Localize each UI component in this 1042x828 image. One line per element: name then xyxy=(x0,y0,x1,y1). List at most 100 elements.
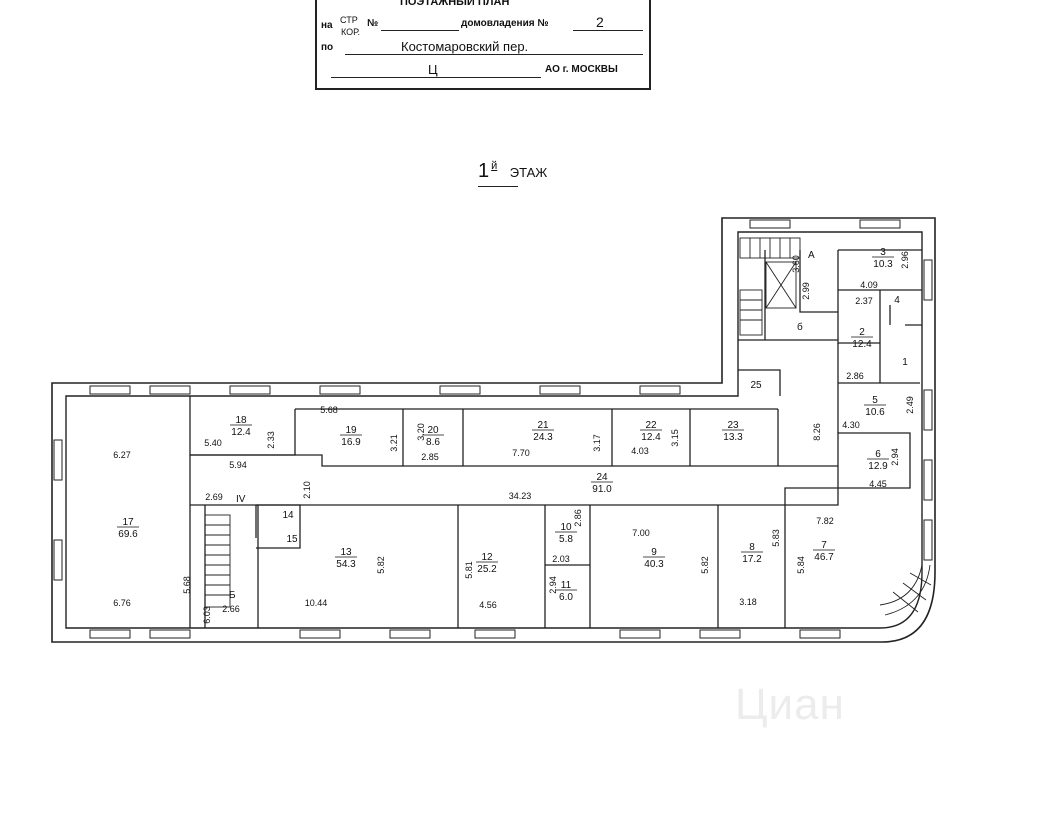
stairs xyxy=(204,237,932,616)
dimension-label: 7.82 xyxy=(816,516,834,526)
dimension-label: 4.45 xyxy=(869,479,887,489)
dimension-label: 34.23 xyxy=(509,491,532,501)
stamp-district: Ц xyxy=(428,62,438,77)
dimension-label: 2.86 xyxy=(846,371,864,381)
room-area-2: 12.4 xyxy=(852,339,872,350)
dimension-label: 5.94 xyxy=(229,460,247,470)
dimension-label: 5.82 xyxy=(376,556,386,574)
dimension-label: 6.76 xyxy=(113,598,131,608)
room-number-3: 3 xyxy=(880,247,886,258)
dimension-label: 4.56 xyxy=(479,600,497,610)
mark-b-small: б xyxy=(797,321,803,333)
stamp-line-district xyxy=(331,77,541,78)
stamp-title: ПОЭТАЖНЫЙ ПЛАН xyxy=(400,0,510,8)
room-number-8: 8 xyxy=(749,542,755,553)
room-area-24: 91.0 xyxy=(592,484,612,495)
dimension-label: 3.21 xyxy=(389,434,399,452)
stamp-line-no xyxy=(381,30,459,31)
dimension-label: 4.03 xyxy=(631,446,649,456)
room-number-4: 4 xyxy=(894,295,900,306)
stamp-no: № xyxy=(367,18,379,29)
stamp-kor: КОР. xyxy=(341,27,360,37)
room-area-13: 54.3 xyxy=(336,559,356,570)
dimension-label: 4.09 xyxy=(860,280,878,290)
dimension-label: 5.68 xyxy=(320,405,338,415)
room-number-15: 15 xyxy=(286,534,298,545)
dimension-label: 2.85 xyxy=(421,452,439,462)
room-number-17: 17 xyxy=(122,517,134,528)
dimension-label: 3.17 xyxy=(592,434,602,452)
room-area-18: 12.4 xyxy=(231,427,251,438)
room-area-7: 46.7 xyxy=(814,552,834,563)
dimension-label: 7.00 xyxy=(632,528,650,538)
room-number-1: 1 xyxy=(902,357,908,368)
dimension-label: 2.69 xyxy=(205,492,223,502)
room-number-14: 14 xyxy=(282,510,294,521)
room-number-18: 18 xyxy=(235,415,247,426)
room-number-22: 22 xyxy=(645,420,657,431)
room-number-24: 24 xyxy=(596,472,608,483)
dimension-label: 3.60 xyxy=(791,255,801,273)
dimension-label: 2.99 xyxy=(801,282,811,300)
room-labels: 1212.4310.34510.6612.9746.7817.2940.3105… xyxy=(117,247,908,603)
floor-suffix: й xyxy=(491,160,498,172)
dimension-label: 6.03 xyxy=(202,606,212,624)
dimension-label: 8.26 xyxy=(812,423,822,441)
room-area-17: 69.6 xyxy=(118,529,138,540)
dimension-label: 2.03 xyxy=(552,554,570,564)
room-number-7: 7 xyxy=(821,540,827,551)
room-area-21: 24.3 xyxy=(533,432,553,443)
outer-walls xyxy=(51,217,936,643)
dimension-label: 6.27 xyxy=(113,450,131,460)
stamp-line-street xyxy=(345,54,643,55)
stair-mark-iv: IV xyxy=(236,494,246,505)
dimension-label: 2.33 xyxy=(266,431,276,449)
room-area-3: 10.3 xyxy=(873,259,893,270)
room-area-19: 16.9 xyxy=(341,437,361,448)
room-number-5: 5 xyxy=(872,395,878,406)
dimension-label: 5.82 xyxy=(700,556,710,574)
room-number-6: 6 xyxy=(875,449,881,460)
dimension-label: 3.18 xyxy=(739,597,757,607)
dimension-label: 2.10 xyxy=(302,481,312,499)
room-number-9: 9 xyxy=(651,547,657,558)
dimension-label: 2.37 xyxy=(855,296,873,306)
mark-a: А xyxy=(808,250,815,261)
dimension-label: 5.81 xyxy=(464,561,474,579)
room-number-20: 20 xyxy=(427,425,439,436)
dimension-label: 5.68 xyxy=(182,576,192,594)
room-number-21: 21 xyxy=(537,420,549,431)
room-area-11: 6.0 xyxy=(559,592,573,603)
stamp-street: Костомаровский пер. xyxy=(401,39,529,54)
stamp-domovl-label: домовладения № xyxy=(461,18,549,29)
dimension-label: 3.20 xyxy=(416,423,426,441)
room-area-20: 8.6 xyxy=(426,437,440,448)
room-area-8: 17.2 xyxy=(742,554,762,565)
dimension-label: 2.49 xyxy=(905,396,915,414)
room-number-13: 13 xyxy=(340,547,352,558)
room-area-22: 12.4 xyxy=(641,432,661,443)
dimension-label: 2.94 xyxy=(548,576,558,594)
watermark: Циан xyxy=(735,680,845,729)
stamp-line-domovl xyxy=(573,30,643,31)
windows xyxy=(53,219,933,639)
room-area-12: 25.2 xyxy=(477,564,497,575)
dimension-label: 2.94 xyxy=(890,448,900,466)
room-number-19: 19 xyxy=(345,425,357,436)
dimension-label: 3.15 xyxy=(670,429,680,447)
room-area-23: 13.3 xyxy=(723,432,743,443)
floor-number: 1 xyxy=(478,160,490,182)
stamp-na: на xyxy=(321,20,333,31)
interior-walls xyxy=(189,249,922,628)
room-number-12: 12 xyxy=(481,552,493,563)
dimension-label: 4.30 xyxy=(842,420,860,430)
dimension-label: 2.86 xyxy=(573,509,583,527)
room-area-10: 5.8 xyxy=(559,534,573,545)
stamp-ao: АО г. МОСКВЫ xyxy=(545,64,618,75)
stamp-po: по xyxy=(321,42,334,53)
stamp-str: СТР xyxy=(340,15,358,25)
title-stamp: ПОЭТАЖНЫЙ ПЛАН на СТР КОР. № домовладени… xyxy=(315,0,651,90)
room-number-11: 11 xyxy=(561,580,572,591)
